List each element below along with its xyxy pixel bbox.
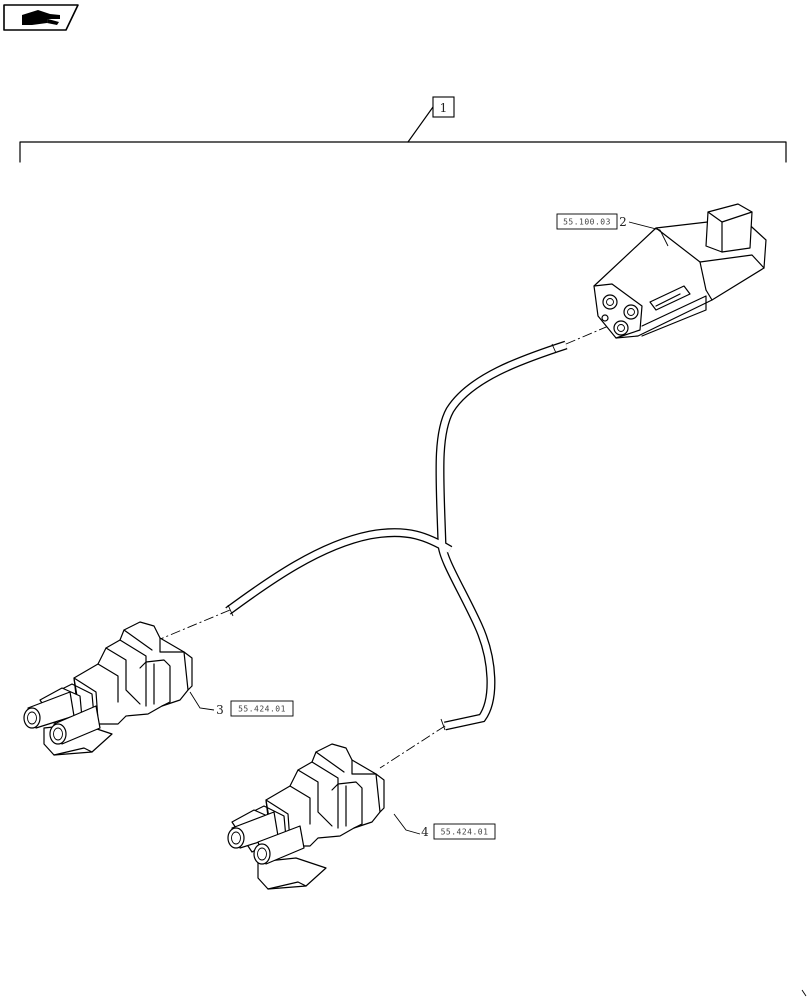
item-number-box: 1: [432, 96, 455, 118]
callout-3: 3 55.424.01: [216, 700, 294, 717]
connector-2: [593, 203, 767, 339]
connector-3: [23, 621, 193, 756]
callout-3-number: 3: [216, 703, 224, 717]
callout-3-reference: 55.424.01: [238, 705, 286, 714]
item-bracket: [19, 106, 787, 163]
callout-2-number: 2: [619, 215, 627, 229]
callout-4: 4 55.424.01: [421, 823, 496, 840]
leader-3: [189, 691, 215, 711]
centerline-2: [565, 321, 619, 345]
item-number: 1: [440, 101, 448, 115]
connector-4: [227, 743, 385, 890]
harness-wire: [225, 340, 568, 731]
callout-2-reference: 55.100.03: [563, 218, 611, 227]
leader-4: [393, 813, 421, 835]
nav-tab-hand-icon[interactable]: [3, 4, 79, 31]
centerline-4: [379, 725, 446, 769]
callout-2: 55.100.03 2: [556, 213, 627, 230]
callout-4-reference: 55.424.01: [441, 828, 489, 837]
centerline-3: [157, 609, 231, 641]
callout-4-number: 4: [421, 825, 429, 839]
corner-mark: [801, 989, 807, 997]
leader-2: [628, 221, 669, 247]
